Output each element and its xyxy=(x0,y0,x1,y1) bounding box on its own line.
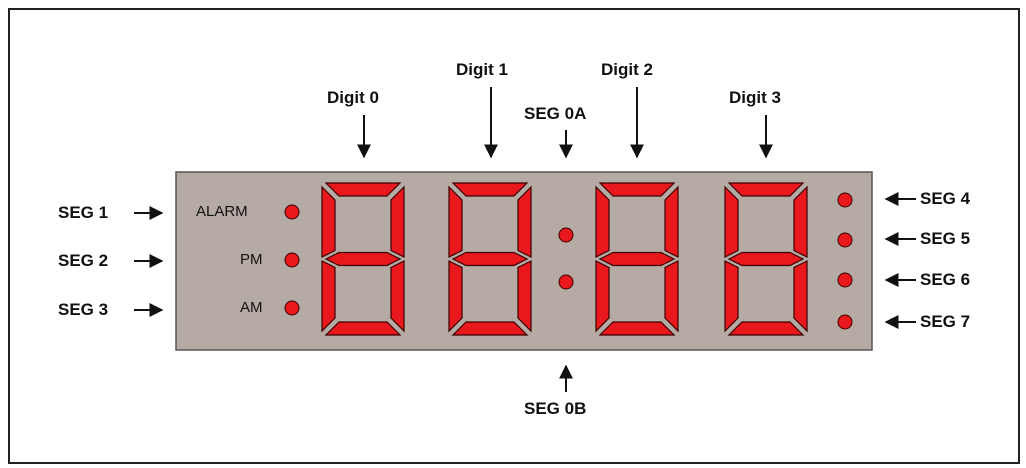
seg4-label: SEG 4 xyxy=(920,189,971,208)
digit0-segment-a xyxy=(324,182,402,197)
digit0-segment-b xyxy=(390,185,405,258)
digit2-segment-f xyxy=(595,185,610,258)
digit1-segment-b xyxy=(517,185,532,258)
digit1-segment-d xyxy=(451,321,529,336)
digit2-segment-a xyxy=(598,182,676,197)
digit0-segment-g xyxy=(324,251,402,267)
pm-indicator-label: PM xyxy=(240,251,263,268)
colon-dot-top xyxy=(558,227,574,243)
seg0b-label: SEG 0B xyxy=(524,399,587,418)
digit2-label: Digit 2 xyxy=(601,60,653,79)
digit0-segment-d xyxy=(324,321,402,336)
am-indicator-dot xyxy=(284,300,300,316)
digit3-segment-d xyxy=(727,321,805,336)
seg5-label: SEG 5 xyxy=(920,229,971,248)
digit2-segment-e xyxy=(595,260,610,333)
colon-dot-bottom xyxy=(558,274,574,290)
seg7-dot xyxy=(837,314,853,330)
digit2-segment-b xyxy=(664,185,679,258)
seg6-label: SEG 6 xyxy=(920,270,971,289)
digit2-segment-c xyxy=(664,260,679,333)
digit0-segment-c xyxy=(390,260,405,333)
digit3-segment-e xyxy=(724,260,739,333)
am-indicator-label: AM xyxy=(240,299,263,316)
seg4-dot xyxy=(837,192,853,208)
seg0a-label: SEG 0A xyxy=(524,104,587,123)
alarm-indicator-label: ALARM xyxy=(196,203,248,220)
digit0-label: Digit 0 xyxy=(327,88,379,107)
digit3-segment-g xyxy=(727,251,805,267)
digit1-segment-g xyxy=(451,251,529,267)
digit3-segment-b xyxy=(793,185,808,258)
digit-group xyxy=(321,182,808,336)
digit1-label: Digit 1 xyxy=(456,60,508,79)
digit3-segment-a xyxy=(727,182,805,197)
seg6-dot xyxy=(837,272,853,288)
digit1-segment-c xyxy=(517,260,532,333)
digit1-segment-f xyxy=(448,185,463,258)
seg2-label: SEG 2 xyxy=(58,251,109,270)
seg5-dot xyxy=(837,232,853,248)
digit1-segment-a xyxy=(451,182,529,197)
seg3-label: SEG 3 xyxy=(58,300,109,319)
digit2-segment-d xyxy=(598,321,676,336)
digit0-segment-e xyxy=(321,260,336,333)
digit1-segment-e xyxy=(448,260,463,333)
digit3-segment-c xyxy=(793,260,808,333)
digit3-segment-f xyxy=(724,185,739,258)
digit0-segment-f xyxy=(321,185,336,258)
seg7-label: SEG 7 xyxy=(920,312,971,331)
digit2-segment-g xyxy=(598,251,676,267)
alarm-indicator-dot xyxy=(284,204,300,220)
seg1-label: SEG 1 xyxy=(58,203,109,222)
digit3-label: Digit 3 xyxy=(729,88,781,107)
pm-indicator-dot xyxy=(284,252,300,268)
